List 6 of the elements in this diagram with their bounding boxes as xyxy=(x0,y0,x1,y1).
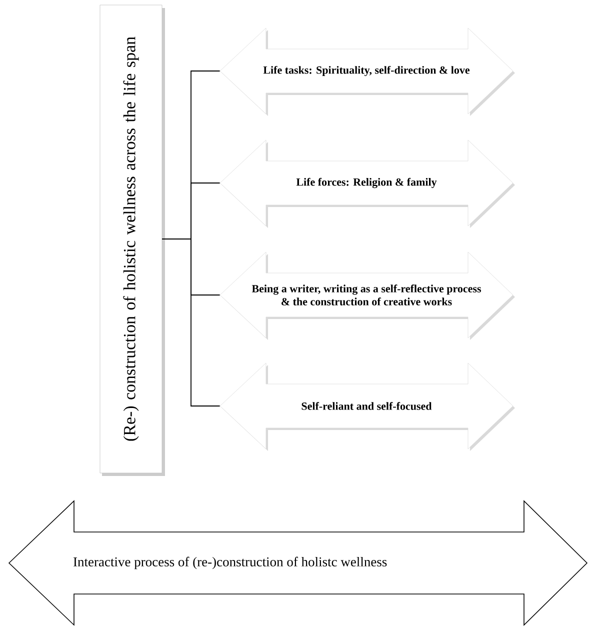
arrow-box: Life tasks: Spirituality, self-direction & love xyxy=(220,28,515,116)
arrow-box: Being a writer, writing as a self-reflective process & the construction of creative works xyxy=(220,252,515,340)
bracket-line xyxy=(162,238,220,406)
arrow-box: Self-reliant and self-focused xyxy=(220,362,515,451)
arrow-box: Life forces: Religion & family xyxy=(220,140,515,228)
title-box: (Re-) construction of holistic wellness across the life span xyxy=(100,4,165,476)
